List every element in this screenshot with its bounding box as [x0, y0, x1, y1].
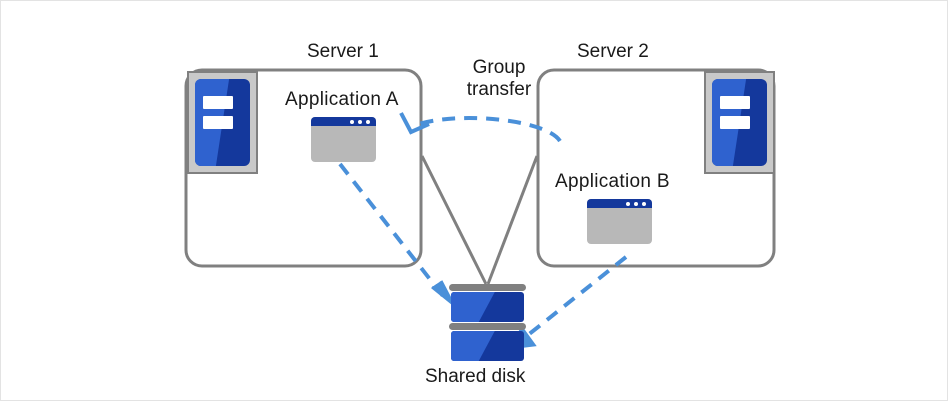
disk-platter	[451, 331, 524, 361]
server-icon-slot	[202, 96, 234, 110]
app-window-dot	[626, 202, 630, 206]
application-b-label: Application B	[555, 171, 670, 192]
disk-platter	[451, 292, 524, 322]
app-a-to-disk-arrow-line	[338, 162, 445, 298]
server-icon	[187, 71, 258, 174]
app-window-dot	[350, 120, 354, 124]
app-b-to-disk-arrow-line	[521, 255, 628, 341]
group-transfer-label-line1: Group	[472, 57, 526, 78]
group-transfer-arrow-line	[415, 116, 562, 143]
server-icon-body	[195, 79, 250, 166]
app-window-dot	[366, 120, 370, 124]
group-transfer-arrow-head	[399, 112, 430, 135]
server-icon-body	[712, 79, 767, 166]
app-window-dot	[642, 202, 646, 206]
server-icon-slot	[719, 96, 751, 110]
server-icon	[704, 71, 775, 174]
disk-platter-highlight	[451, 292, 495, 322]
app-window-titlebar	[311, 117, 376, 126]
group-transfer-label-line2: transfer	[466, 79, 532, 101]
app-window-dot	[358, 120, 362, 124]
group-transfer-label: Group transfer	[444, 57, 554, 102]
server-2-title: Server 2	[577, 41, 649, 62]
app-window-icon	[587, 199, 652, 244]
server-1-box	[184, 68, 423, 268]
shared-disk-label: Shared disk	[425, 366, 526, 387]
server-1-to-disk-connector	[420, 155, 488, 285]
app-window-titlebar	[587, 199, 652, 208]
application-a-label: Application A	[285, 89, 399, 110]
app-window-dot	[634, 202, 638, 206]
disk-platter-cap	[449, 323, 526, 330]
disk-platter-highlight	[451, 331, 495, 361]
disk-platter-cap	[449, 284, 526, 291]
server-2-to-disk-connector	[486, 155, 539, 285]
app-window-icon	[311, 117, 376, 162]
server-1-title: Server 1	[307, 41, 379, 62]
disk-stack-icon	[449, 284, 526, 361]
server-icon-slot	[719, 115, 751, 129]
server-icon-slot	[202, 115, 234, 129]
